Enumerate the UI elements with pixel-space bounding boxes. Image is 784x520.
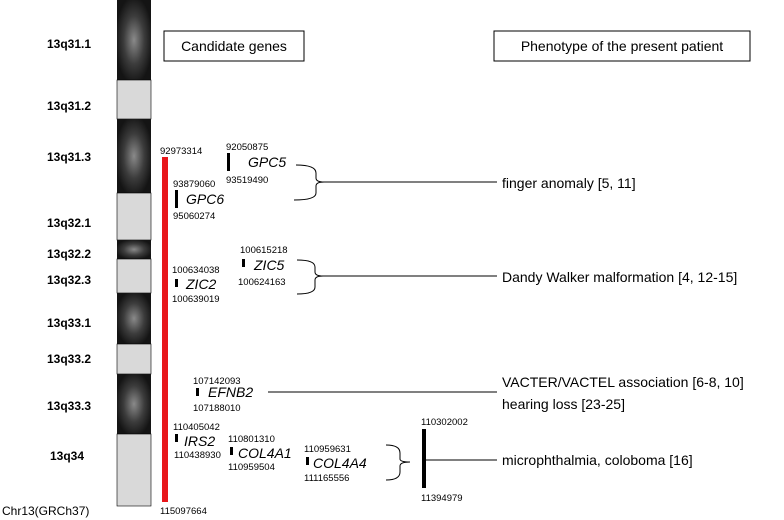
gene-efnb2: 107142093 EFNB2 107188010 <box>193 376 253 414</box>
gene-marker <box>230 447 233 455</box>
deletion-bar <box>162 157 168 502</box>
gene-marker <box>242 259 245 267</box>
gene-gpc6: 93879060 GPC6 95060274 <box>173 179 224 222</box>
brace-finger-anomaly <box>293 164 325 201</box>
band-label: 13q33.2 <box>47 352 91 366</box>
gene-name: COL4A1 <box>238 445 292 461</box>
gene-irs2: 110405042 IRS2 110438930 <box>173 422 221 461</box>
band-label: 13q32.3 <box>47 273 91 287</box>
gene-end-label: 100624163 <box>238 277 286 288</box>
gene-name: GPC6 <box>186 191 224 207</box>
phenotype-label: VACTER/VACTEL association [6-8, 10] <box>502 374 744 390</box>
phenotype-label: Dandy Walker malformation [4, 12-15] <box>502 269 737 285</box>
gene-end-label: 110438930 <box>174 450 221 461</box>
brace-microphthalmia <box>385 444 411 481</box>
band-13q32-2 <box>117 240 151 259</box>
phenotype-label: finger anomaly [5, 11] <box>502 175 636 191</box>
phenotype-label: microphthalmia, coloboma [16] <box>502 452 693 468</box>
gene-end-label: 107188010 <box>193 403 241 414</box>
band-13q33-2 <box>116 343 152 375</box>
band-13q32-1 <box>116 192 152 241</box>
gene-start-label: 110959631 <box>304 444 351 455</box>
gene-start-label: 92050875 <box>226 142 268 153</box>
band-label: 13q32.2 <box>47 247 91 261</box>
gene-col4a1: 110801310 COL4A1 110959504 <box>228 434 292 473</box>
chromosome-label: Chr13(GRCh37) <box>2 504 89 518</box>
gene-marker <box>175 190 178 208</box>
region-start-label: 110302002 <box>421 417 468 428</box>
gene-zic2: 100634038 ZIC2 100639019 <box>172 265 220 305</box>
band-13q34 <box>116 433 152 507</box>
gene-end-label: 100639019 <box>172 294 220 305</box>
band-label: 13q32.1 <box>47 216 91 230</box>
phenotype-header-box <box>493 30 751 62</box>
gene-end-label: 110959504 <box>228 462 275 473</box>
band-label: 13q34 <box>50 449 84 463</box>
band-labels: 13q31.1 13q31.2 13q31.3 13q32.1 13q32.2 … <box>47 37 91 463</box>
band-label: 13q33.3 <box>47 399 91 413</box>
gene-name: ZIC2 <box>185 276 217 292</box>
deletion-end-label: 115097664 <box>160 506 207 517</box>
band-13q31-2 <box>116 79 152 120</box>
gene-start-label: 93879060 <box>173 179 215 190</box>
region-end-label: 11394979 <box>421 493 463 504</box>
gene-start-label: 107142093 <box>193 376 241 387</box>
gene-marker <box>227 153 230 171</box>
gene-gpc5: 92050875 GPC5 93519490 <box>226 142 286 186</box>
gene-start-label: 100634038 <box>172 265 220 276</box>
gene-end-label: 95060274 <box>173 211 215 222</box>
deletion-start-label: 92973314 <box>160 146 202 157</box>
band-label: 13q33.1 <box>47 316 91 330</box>
gene-end-label: 93519490 <box>226 175 268 186</box>
gene-name: COL4A4 <box>313 455 367 471</box>
phenotype-header: Phenotype of the present patient <box>521 38 723 54</box>
gene-end-label: 111165556 <box>304 473 349 484</box>
gene-marker <box>175 434 178 442</box>
brace-dandy-walker <box>296 259 324 295</box>
gene-marker <box>196 388 199 396</box>
band-label: 13q31.2 <box>47 99 91 113</box>
gene-name: IRS2 <box>184 433 215 449</box>
band-13q33-1 <box>117 293 151 344</box>
gene-start-label: 100615218 <box>240 245 288 256</box>
gene-marker <box>306 457 309 465</box>
gene-col4a4: 110959631 COL4A4 111165556 <box>304 444 367 484</box>
band-13q31-1 <box>117 0 151 80</box>
phenotype-label: hearing loss [23-25] <box>502 396 625 412</box>
gene-name: EFNB2 <box>208 384 253 400</box>
band-label: 13q31.1 <box>47 37 91 51</box>
band-label: 13q31.3 <box>47 150 91 164</box>
chromosome-ideogram <box>116 0 152 507</box>
gene-marker <box>175 279 178 287</box>
gene-start-label: 110405042 <box>173 422 220 433</box>
gene-name: GPC5 <box>248 154 286 170</box>
gene-start-label: 110801310 <box>228 434 275 445</box>
band-13q31-3 <box>117 119 151 193</box>
candidate-genes-header-box <box>163 30 305 62</box>
band-13q33-3 <box>117 374 151 434</box>
candidate-genes-header: Candidate genes <box>181 38 287 54</box>
region-bar <box>422 429 426 488</box>
gene-zic5: 100615218 ZIC5 100624163 <box>238 245 288 288</box>
band-13q32-3 <box>116 258 152 294</box>
gene-name: ZIC5 <box>253 257 285 273</box>
